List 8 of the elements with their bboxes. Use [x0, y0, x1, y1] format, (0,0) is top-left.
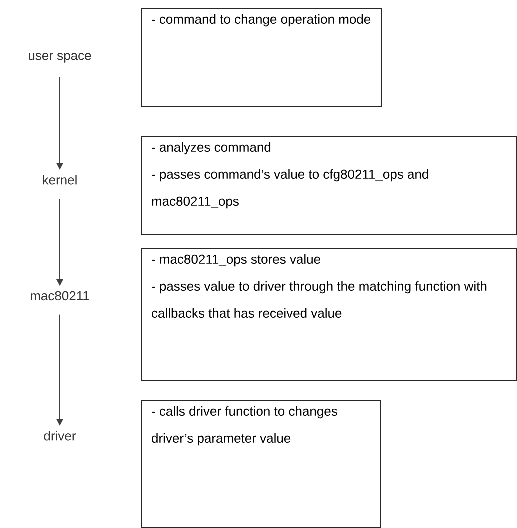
- description-box: - analyzes command - passes command’s value to cfg80211_ops and mac80211_ops: [141, 136, 517, 235]
- description-box: - calls driver function to changes driver’s parameter value: [141, 400, 381, 528]
- layer-label: kernel: [43, 175, 77, 185]
- description-box: - mac80211_ops stores value - passes value to driver through the matching function with callbacks that has received value: [141, 248, 517, 381]
- layer-label: mac80211: [31, 291, 90, 301]
- description-box: - command to change operation mode: [141, 8, 382, 107]
- layer-label: user space: [29, 53, 92, 63]
- layer-label: driver: [44, 431, 76, 441]
